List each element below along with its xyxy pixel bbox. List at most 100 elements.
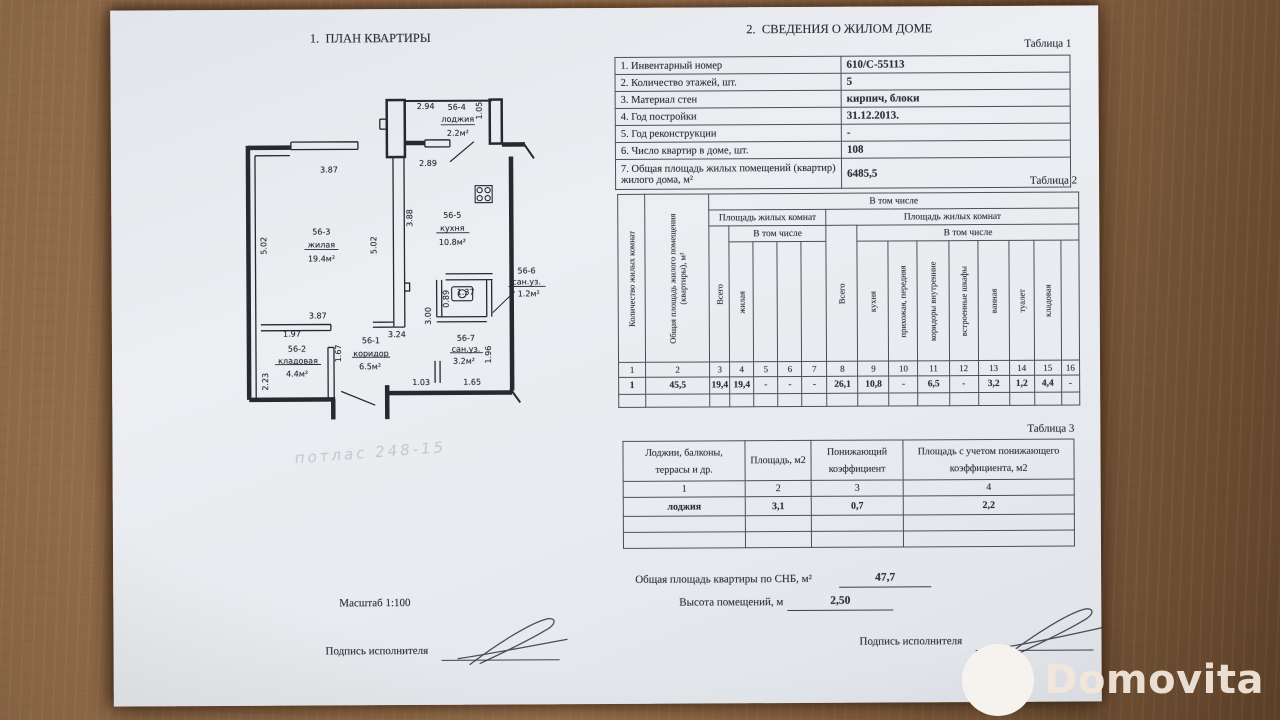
t1-value: 108 (841, 140, 1071, 159)
t2-num-cell: 5 (753, 361, 778, 377)
t3-empty-cell (811, 530, 904, 548)
signature-squiggle-left (457, 618, 568, 666)
room-56-2-name: кладовая (278, 357, 318, 366)
t3-header: Лоджии, балконы, террасы и др. (622, 440, 746, 482)
document-sheet: 1. ПЛАН КВАРТИРЫ 2. СВЕДЕНИЯ О ЖИЛОМ ДОМ… (110, 5, 1104, 707)
watermark: Domovita (962, 644, 1264, 716)
dim-3-87-top: 3.87 (320, 165, 338, 174)
t2-data-cell: - (777, 376, 802, 394)
t3-header: Понижающий коэффициент (810, 439, 904, 481)
t3-empty-cell (623, 531, 746, 549)
t2-vheader: прихожая, передняя (888, 240, 918, 362)
signature-label-right: Подпись исполнителя (859, 635, 963, 648)
t2-data-cell: 10,8 (857, 376, 890, 394)
t2-num-cell: 11 (917, 360, 950, 376)
info-section-title: 2. СВЕДЕНИЯ О ЖИЛОМ ДОМЕ (746, 21, 933, 37)
t2-col1-header-text: Количество жилых комнат (626, 230, 637, 327)
t2-col2-header: Общая площадь жилого помещения (квартиры… (644, 193, 710, 363)
t3-header: Площадь с учетом понижающего коэффициент… (902, 439, 1075, 480)
table3-balconies: Лоджии, балконы, террасы и др. Площадь, … (622, 438, 1076, 549)
table2-dwelling-areas: Количество жилых комнат Общая площадь жи… (617, 191, 1081, 408)
t2-vheader-text: жилая (736, 290, 747, 314)
dim-5-02-left: 5.02 (259, 237, 268, 255)
t1-label: 2. Количество этажей, шт. (615, 73, 842, 92)
t2-empty-cell (918, 392, 950, 406)
t2-empty-cell (729, 393, 754, 407)
dim-3-88: 3.88 (405, 209, 414, 227)
room-56-6-name: сан.уз. (512, 277, 541, 286)
dim-1-65: 1.65 (463, 378, 481, 387)
t3-empty-cell (903, 530, 1075, 547)
t3-empty-cell (903, 514, 1075, 531)
t2-vheader (777, 241, 802, 362)
dim-0-89: 0.89 (442, 290, 451, 308)
room-56-4-number: 56-4 (448, 103, 466, 112)
t2-empty-cell (645, 393, 710, 408)
t2-vheader (801, 241, 827, 362)
t2-vheader (1060, 240, 1080, 361)
t3-empty-cell (745, 515, 812, 532)
t2-data-cell: 19,4 (729, 376, 754, 394)
t2-total2-text: Всего (836, 282, 848, 304)
dim-2-94: 2.94 (417, 102, 435, 111)
t3-num-cell: 1 (623, 480, 746, 498)
t2-vheader (753, 241, 778, 362)
t2-num-cell: 1 (618, 362, 646, 378)
t2-empty-cell (949, 392, 979, 406)
t2-empty-cell (709, 393, 730, 407)
total-area-value: 47,7 (839, 571, 932, 588)
t2-empty-cell (1009, 392, 1035, 406)
t3-empty-cell (811, 514, 904, 532)
dim-2-89: 2.89 (419, 159, 437, 168)
t2-empty-cell (777, 393, 803, 407)
t2-total1-header: Всего (708, 225, 730, 362)
ceiling-height-label: Высота помещений, м (679, 596, 784, 609)
scale-label: Масштаб 1:100 (339, 597, 411, 610)
dim-2-23: 2.23 (261, 373, 270, 391)
t3-empty-cell (623, 515, 746, 533)
t2-data-cell: - (889, 375, 919, 394)
dim-3-24: 3.24 (388, 330, 406, 339)
t2-num-cell: 7 (801, 361, 827, 377)
t3-num-cell: 4 (903, 479, 1075, 496)
t2-vheader: встроенные шкафы (948, 240, 979, 361)
room-56-5-number: 56-5 (443, 211, 461, 220)
t2-sub2-header: В том числе (857, 224, 1079, 242)
t3-num-cell: 2 (745, 480, 812, 497)
t2-empty-cell (978, 392, 1010, 406)
t2-num-cell: 8 (826, 361, 858, 377)
t2-data-cell: 19,4 (709, 376, 730, 394)
t3-data-cell: 0,7 (811, 495, 904, 516)
room-56-4-area: 2.2м² (447, 129, 469, 138)
t2-num-cell: 3 (709, 361, 730, 377)
dim-1-97: 1.97 (283, 330, 301, 339)
t1-value: - (841, 123, 1071, 142)
room-56-3-area: 19.4м² (308, 254, 335, 263)
t2-data-cell: - (949, 375, 979, 393)
t2-empty-cell (801, 393, 828, 407)
t2-num-cell: 10 (888, 360, 919, 377)
t2-data-cell: 4,4 (1034, 375, 1062, 393)
t2-empty-cell (889, 392, 919, 407)
t2-data-cell: - (801, 376, 828, 394)
t2-num-cell: 6 (777, 361, 802, 377)
room-56-3-number: 56-3 (312, 227, 330, 236)
room-56-7-name: сан.уз. (452, 345, 481, 354)
t2-num-cell: 2 (645, 361, 710, 378)
t2-empty-cell (753, 393, 779, 407)
table1-caption: Таблица 1 (1024, 37, 1072, 50)
room-56-2-area: 4.4м² (286, 370, 308, 379)
room-56-5-area: 10.8м² (439, 238, 466, 247)
room-56-1-area: 6.5м² (359, 362, 381, 371)
t2-num-cell: 14 (1009, 360, 1035, 376)
table3-caption: Таблица 3 (1027, 422, 1075, 435)
t2-num-cell: 15 (1034, 360, 1062, 376)
dim-1-37: 1.37 (457, 288, 475, 297)
t2-col1-header: Количество жилых комнат (617, 194, 646, 363)
t2-total2-header: Всего (826, 225, 858, 362)
dim-1-03: 1.03 (412, 378, 430, 387)
t2-num-cell: 16 (1061, 360, 1080, 376)
plan-section-title: 1. ПЛАН КВАРТИРЫ (309, 30, 431, 46)
